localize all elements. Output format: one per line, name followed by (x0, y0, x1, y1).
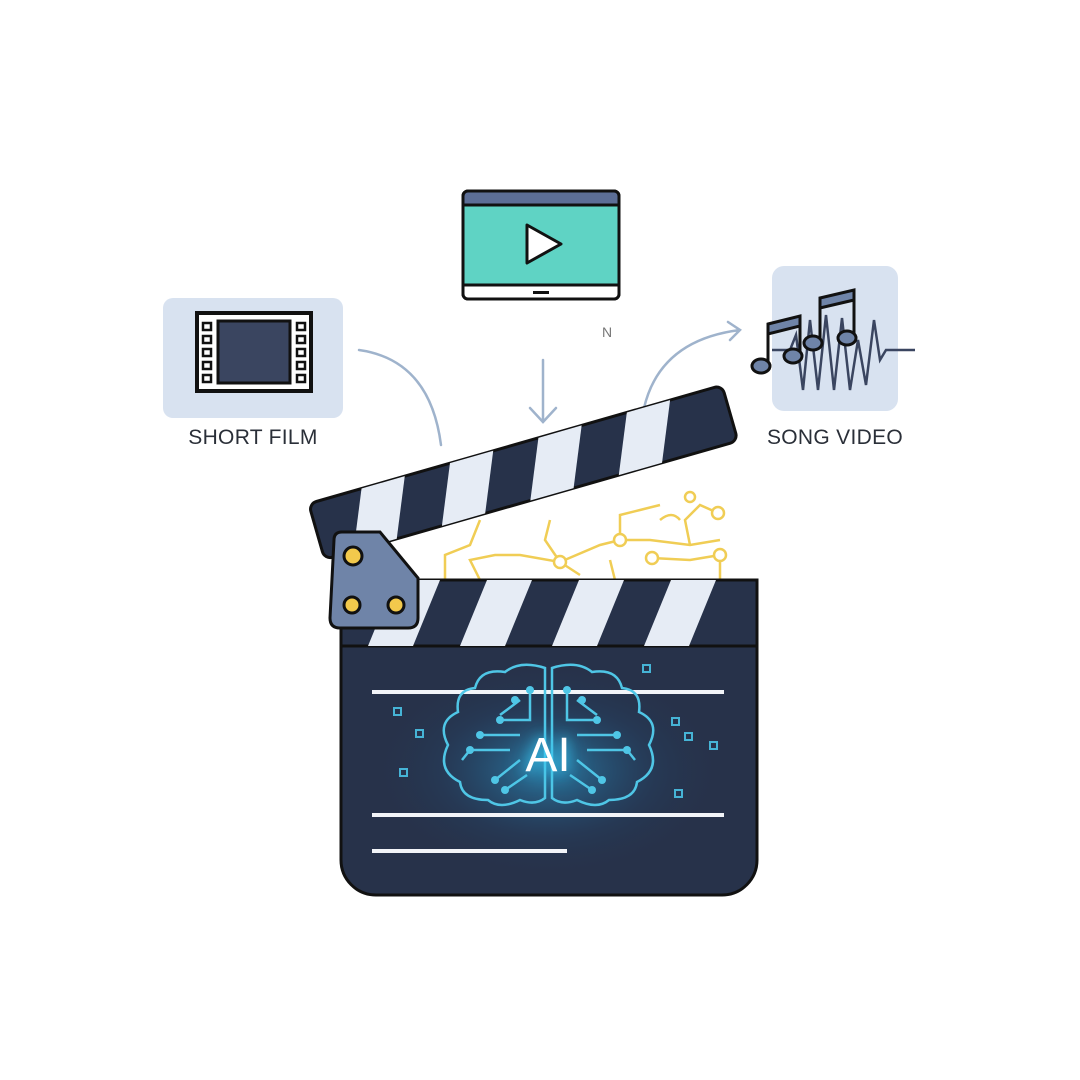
song-video-tile (750, 266, 915, 411)
video-player-icon (461, 189, 621, 301)
ai-label: AI (525, 729, 571, 782)
arrow-clapper-to-song (642, 320, 742, 410)
circuit-lines (443, 490, 728, 581)
short-film-tile (163, 298, 343, 418)
song-video-label: SONG VIDEO (766, 426, 904, 449)
music-waveform-icon (750, 288, 915, 391)
arrow-short-film-to-clapper (357, 348, 443, 447)
arrow-video-to-clapper (528, 358, 558, 424)
stray-glyph: N (602, 324, 613, 340)
arrows (357, 320, 742, 447)
clapperboard-icon (309, 385, 759, 897)
film-strip-icon (195, 311, 313, 393)
short-film-label: SHORT FILM (188, 426, 318, 449)
ai-brain-circuit-icon (442, 663, 655, 807)
